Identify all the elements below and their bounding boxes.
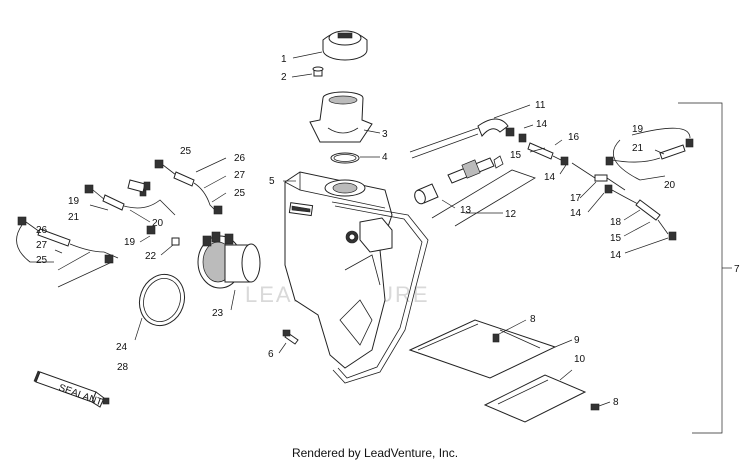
callout-10: 10 [574, 354, 586, 365]
callout-2: 2 [281, 72, 287, 83]
callout-4: 4 [382, 152, 388, 163]
callout-12: 12 [505, 209, 517, 220]
screw-6 [278, 329, 299, 354]
callout-3: 3 [382, 129, 388, 140]
heat-shield-9 [408, 319, 573, 379]
callout-19c: 19 [124, 237, 136, 248]
callout-26a: 26 [234, 153, 246, 164]
tank-pump-mount [359, 217, 393, 253]
upper-fuel-line [409, 104, 531, 159]
cap-screw [291, 66, 324, 78]
fuel-pickup [414, 155, 504, 209]
callout-11: 11 [535, 100, 546, 111]
callout-16: 16 [568, 132, 580, 143]
callout-25b: 25 [234, 188, 246, 199]
callout-9: 9 [574, 335, 580, 346]
callout-20a: 20 [664, 180, 676, 191]
callout-17: 17 [570, 193, 582, 204]
callout-15b: 15 [610, 233, 622, 244]
filler-neck [309, 91, 381, 143]
callout-14a: 14 [536, 119, 548, 130]
callout-14c: 14 [570, 208, 582, 219]
callout-27a: 27 [234, 170, 246, 181]
screw-22 [160, 237, 180, 256]
callout-27b: 27 [36, 240, 48, 251]
left-upper-harness [154, 157, 227, 215]
callout-7: 7 [734, 264, 740, 275]
callout-14b: 14 [544, 172, 556, 183]
callout-1: 1 [281, 54, 287, 65]
left-connector [127, 179, 151, 193]
callout-22: 22 [145, 251, 157, 262]
callout-15a: 15 [510, 150, 522, 161]
right-fitting-16 [518, 124, 569, 175]
callout-21b: 21 [68, 212, 80, 223]
callout-24: 24 [116, 342, 128, 353]
screw-8-lower [590, 401, 611, 411]
kit-bracket [678, 102, 732, 434]
callout-labels: 1 2 3 4 5 6 7 8 8 9 10 11 12 13 14 14 14… [36, 54, 740, 408]
callout-20b: 20 [152, 218, 164, 229]
left-mid-harness [84, 184, 176, 243]
sealant-tube: SEALANT [33, 370, 110, 408]
callout-21a: 21 [632, 143, 644, 154]
callout-6: 6 [268, 349, 274, 360]
callout-25a: 25 [180, 146, 192, 157]
right-upper-line [605, 127, 694, 181]
callout-23: 23 [212, 308, 224, 319]
callout-5: 5 [269, 176, 275, 187]
pickup-box [431, 169, 536, 227]
callout-8a: 8 [530, 314, 536, 325]
footer-credit: Rendered by LeadVenture, Inc. [291, 446, 459, 460]
pump-seal-ring [134, 273, 186, 341]
callout-13: 13 [460, 205, 472, 216]
heat-shield-10 [483, 369, 587, 423]
screw-8-upper [492, 319, 527, 343]
callout-28: 28 [117, 362, 129, 373]
left-lower-harness [16, 216, 119, 288]
fuel-cap [292, 30, 368, 61]
right-lower-line [587, 184, 677, 254]
callout-14d: 14 [610, 250, 622, 261]
right-tee-17 [571, 162, 626, 199]
callout-19a: 19 [632, 124, 644, 135]
callout-26b: 26 [36, 225, 48, 236]
callout-25c: 25 [36, 255, 48, 266]
callout-8b: 8 [613, 397, 619, 408]
callout-19b: 19 [68, 196, 80, 207]
fuel-tank [283, 171, 429, 384]
callout-18: 18 [610, 217, 622, 228]
neck-seal [330, 152, 380, 164]
fuel-pump [197, 231, 261, 311]
